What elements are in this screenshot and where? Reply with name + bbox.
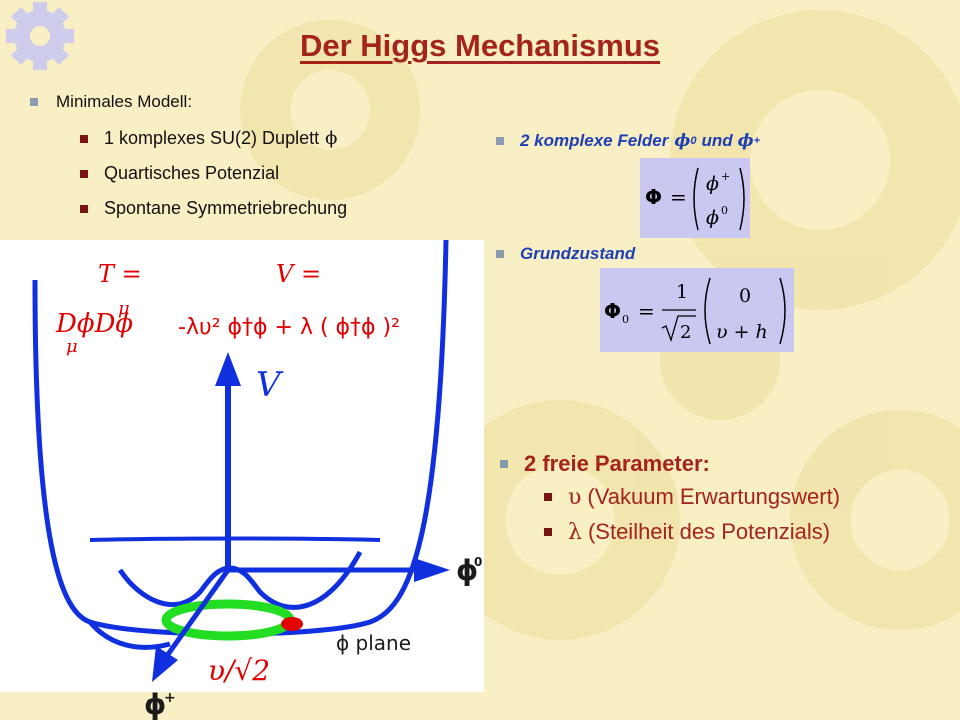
eq1-top-sup: + bbox=[721, 170, 730, 183]
eq1-lhs: Φ bbox=[645, 185, 662, 209]
bullet-square-icon bbox=[80, 169, 88, 178]
params-heading: 2 freie Parameter: bbox=[524, 451, 710, 476]
bullet-square-icon bbox=[496, 137, 504, 145]
phiplus-axis-label-graphic: ϕ + bbox=[144, 688, 176, 720]
potential-label: V = bbox=[276, 260, 321, 288]
v-axis-arrowhead bbox=[215, 352, 241, 386]
param-steepness: (Steilheit des Potenzials) bbox=[587, 519, 831, 544]
vacuum-point bbox=[281, 617, 303, 631]
eq1-bottom: ϕ bbox=[706, 207, 719, 229]
list-item: Minimales Modell: bbox=[30, 92, 192, 112]
doublet-equation: Φ = ϕ + ϕ 0 bbox=[640, 158, 750, 238]
phi0-axis-arrowhead bbox=[414, 558, 450, 582]
list-item: υ (Vakuum Erwartungswert) bbox=[544, 484, 840, 510]
list-item: Quartisches Potenzial bbox=[80, 163, 279, 184]
v-axis-label: V bbox=[256, 365, 284, 405]
eq2-top: 0 bbox=[739, 285, 751, 307]
eq1-equals: = bbox=[670, 185, 687, 209]
potential-figure: T = V = DϕDϕ μ μ -λυ² ϕ†ϕ + λ ( ϕ†ϕ )² V… bbox=[0, 239, 484, 692]
ground-state-equation-graphic: Φ 0 = 1 2 0 υ + h bbox=[604, 277, 786, 345]
list-item: Grundzustand bbox=[496, 244, 635, 264]
bullet-square-icon bbox=[544, 493, 552, 501]
eq2-lhs: Φ bbox=[604, 299, 621, 323]
bullet-square-icon bbox=[30, 98, 38, 106]
eq2-denominator: 2 bbox=[680, 322, 691, 343]
kinetic-mu-sub: μ bbox=[66, 336, 78, 357]
eq2-numerator: 1 bbox=[676, 281, 688, 303]
eq2-lhs-sub: 0 bbox=[622, 313, 629, 326]
ground-state-text: Grundzustand bbox=[520, 244, 636, 263]
phi0-superscript: 0 bbox=[690, 135, 697, 147]
eq2-equals: = bbox=[638, 299, 655, 323]
item-potential: Quartisches Potenzial bbox=[104, 163, 280, 183]
bullet-square-icon bbox=[544, 528, 552, 536]
bullet-square-icon bbox=[80, 204, 88, 213]
phiplus-superscript: + bbox=[753, 135, 761, 147]
mexican-hat-potential: T = V = DϕDϕ μ μ -λυ² ϕ†ϕ + λ ( ϕ†ϕ )² V… bbox=[32, 239, 482, 687]
eq1-bottom-sup: 0 bbox=[721, 204, 728, 217]
phiplus-axis-arrowhead bbox=[152, 646, 178, 682]
list-item: λ (Steilheit des Potenzials) bbox=[544, 519, 830, 545]
eq2-bottom: υ + h bbox=[716, 321, 768, 343]
list-item: Spontane Symmetriebrechung bbox=[80, 198, 347, 219]
model-heading: Minimales Modell: bbox=[56, 92, 193, 111]
eq1-top: ϕ bbox=[706, 173, 719, 195]
list-item: 1 komplexes SU(2) Duplett ϕ bbox=[80, 128, 337, 149]
outer-well-curve bbox=[32, 239, 449, 637]
kinetic-term: DϕDϕ bbox=[55, 309, 133, 339]
upsilon-symbol: υ bbox=[568, 484, 582, 510]
param-vev: (Vakuum Erwartungswert) bbox=[587, 484, 841, 509]
phi-plane-label: ϕ plane bbox=[336, 631, 411, 655]
phi0-axis-label: ϕ bbox=[456, 554, 478, 587]
kinetic-label: T = bbox=[98, 260, 142, 288]
potential-term: -λυ² ϕ†ϕ + λ ( ϕ†ϕ )² bbox=[178, 315, 400, 340]
kinetic-mu-sup: μ bbox=[118, 298, 130, 319]
phi-symbol: ϕ bbox=[325, 128, 338, 149]
slide-title: Der Higgs Mechanismus bbox=[299, 28, 661, 63]
lambda-symbol: λ bbox=[568, 519, 582, 545]
phiplus-axis-sup: + bbox=[164, 690, 176, 706]
item-symmetry-breaking: Spontane Symmetriebrechung bbox=[104, 198, 348, 218]
inner-well-curve bbox=[117, 550, 363, 610]
bullet-square-icon bbox=[80, 134, 88, 143]
bullet-square-icon bbox=[496, 250, 504, 258]
doublet-equation-graphic: Φ = ϕ + ϕ 0 bbox=[645, 167, 745, 231]
phiplus-symbol: ϕ bbox=[737, 131, 754, 151]
phiplus-axis-label: ϕ bbox=[144, 688, 166, 720]
fields-und: und bbox=[701, 131, 733, 150]
vev-label: υ/√2 bbox=[208, 654, 270, 687]
bullet-square-icon bbox=[500, 460, 508, 468]
phi0-axis-sup: 0 bbox=[474, 555, 482, 569]
item-duplet: 1 komplexes SU(2) Duplett bbox=[104, 128, 320, 148]
ground-state-equation: Φ 0 = 1 2 0 υ + h bbox=[600, 268, 794, 352]
phi0-symbol: ϕ bbox=[674, 131, 691, 151]
list-item: 2 komplexe Felder ϕ 0 und ϕ + bbox=[496, 131, 760, 151]
fields-text: 2 komplexe Felder bbox=[520, 131, 669, 150]
list-item: 2 freie Parameter: bbox=[500, 451, 710, 477]
